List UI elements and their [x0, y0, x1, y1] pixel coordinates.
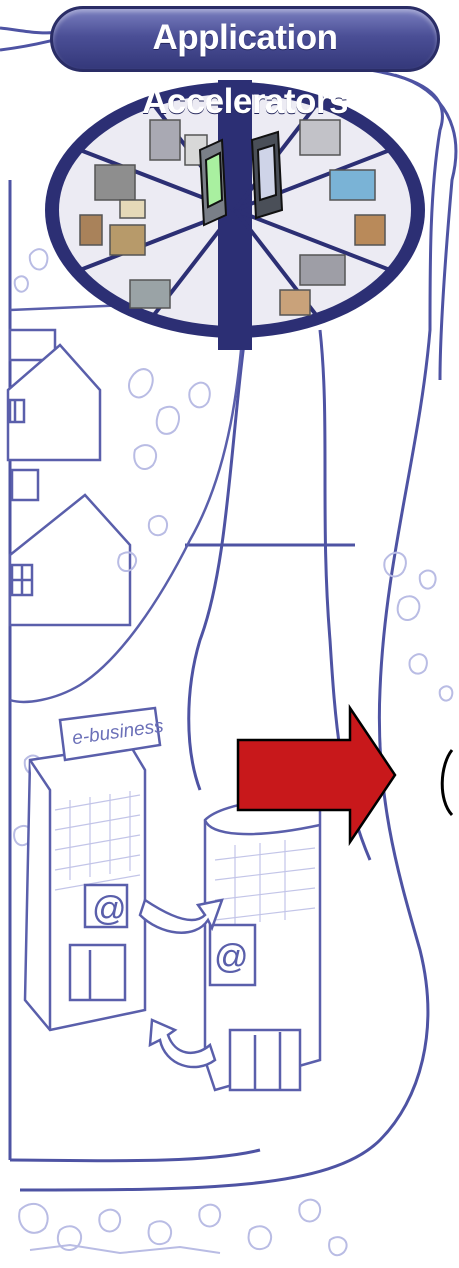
page-title: Application Accelerators	[50, 6, 440, 72]
svg-text:@: @	[92, 890, 127, 928]
office-tower-icon: @	[205, 800, 320, 1090]
svg-text:@: @	[214, 938, 249, 976]
e-business-building-icon: @	[25, 708, 160, 1030]
partial-symbol-icon	[442, 750, 452, 815]
house-icon	[8, 330, 130, 625]
